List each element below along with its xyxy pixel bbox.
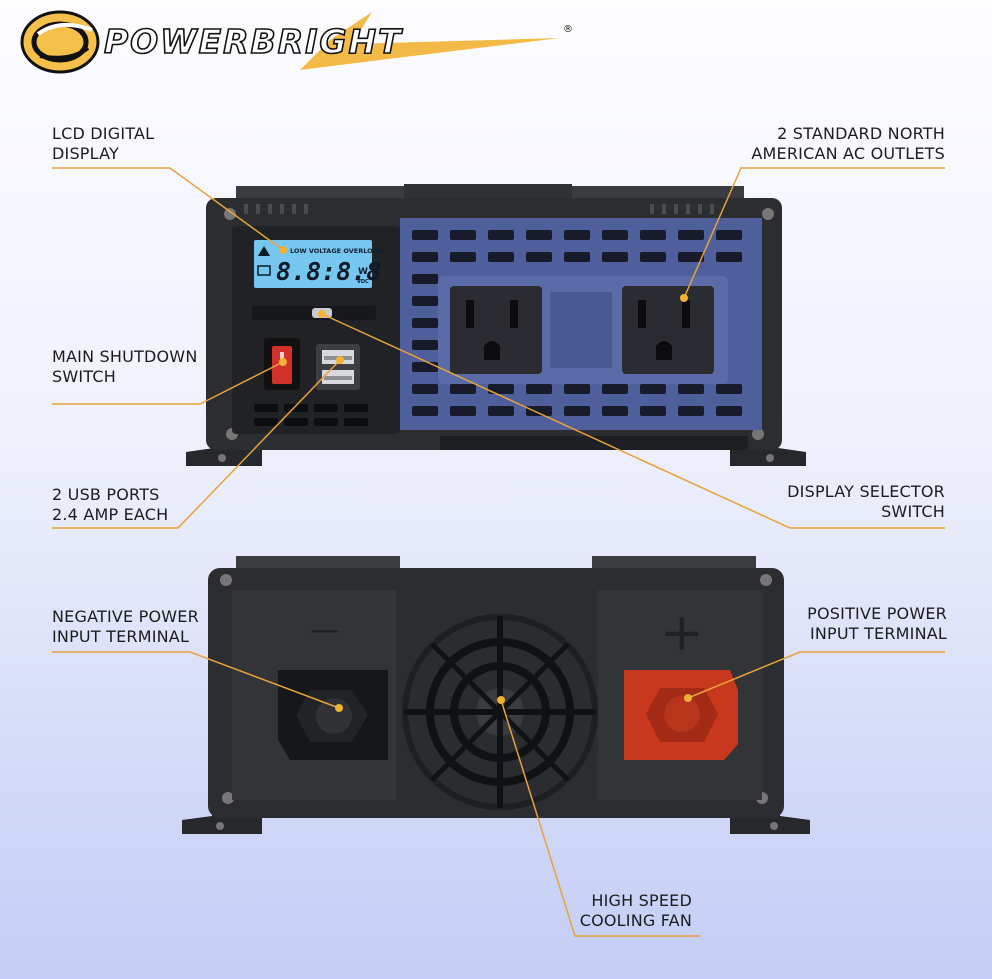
callout-negative-terminal: NEGATIVE POWER INPUT TERMINAL — [52, 607, 199, 647]
callout-display-selector: DISPLAY SELECTOR SWITCH — [787, 482, 945, 522]
minus-sign: — — [310, 613, 340, 648]
registered-mark: ® — [563, 24, 573, 35]
lcd-unit-watts: W — [358, 267, 368, 277]
cooling-fan — [402, 614, 598, 810]
callout-lcd-line1: LCD DIGITAL — [52, 124, 155, 143]
callout-switch-line2: SWITCH — [52, 367, 116, 386]
callout-usb-line1: 2 USB PORTS — [52, 485, 160, 504]
callout-positive-terminal: POSITIVE POWER INPUT TERMINAL — [807, 604, 947, 644]
callout-fan-line1: HIGH SPEED — [591, 891, 692, 910]
callout-cooling-fan: HIGH SPEED COOLING FAN — [578, 891, 692, 931]
callout-fan-line2: COOLING FAN — [579, 911, 692, 930]
callout-lcd-display: LCD DIGITAL DISPLAY — [52, 124, 154, 164]
callout-switch-line1: MAIN SHUTDOWN — [52, 347, 198, 366]
negative-power-terminal[interactable] — [278, 670, 388, 760]
plus-sign: + — [660, 603, 704, 663]
ac-outlet-2[interactable] — [622, 286, 714, 374]
logo-mark-icon — [20, 10, 560, 74]
positive-power-terminal[interactable] — [624, 670, 738, 760]
callout-negative-line1: NEGATIVE POWER — [52, 607, 199, 626]
battery-icon — [257, 265, 271, 276]
callout-positive-line1: POSITIVE POWER — [807, 604, 947, 623]
lcd-unit-vdc: VDC — [357, 279, 369, 285]
callout-lcd-line2: DISPLAY — [52, 144, 120, 163]
lcd-digits: 8.8:8.8 — [276, 257, 381, 286]
lcd-indicators: LOW VOLTAGE OVERLOAD — [290, 247, 383, 255]
callout-usb-line2: 2.4 AMP EACH — [52, 505, 169, 524]
callout-usb-ports: 2 USB PORTS 2.4 AMP EACH — [52, 485, 168, 525]
callout-outlets-line1: 2 STANDARD NORTH — [777, 124, 945, 143]
brand-wordmark: POWERBRIGHT — [103, 21, 403, 62]
ac-outlet-1[interactable] — [450, 286, 542, 374]
callout-selector-line1: DISPLAY SELECTOR — [787, 482, 945, 501]
callout-ac-outlets: 2 STANDARD NORTH AMERICAN AC OUTLETS — [751, 124, 945, 164]
callout-selector-line2: SWITCH — [881, 502, 945, 521]
callout-negative-line2: INPUT TERMINAL — [52, 627, 190, 646]
callout-main-switch: MAIN SHUTDOWN SWITCH — [52, 347, 198, 387]
callout-positive-line2: INPUT TERMINAL — [809, 624, 947, 643]
warning-icon — [258, 246, 270, 256]
callout-outlets-line2: AMERICAN AC OUTLETS — [751, 144, 945, 163]
